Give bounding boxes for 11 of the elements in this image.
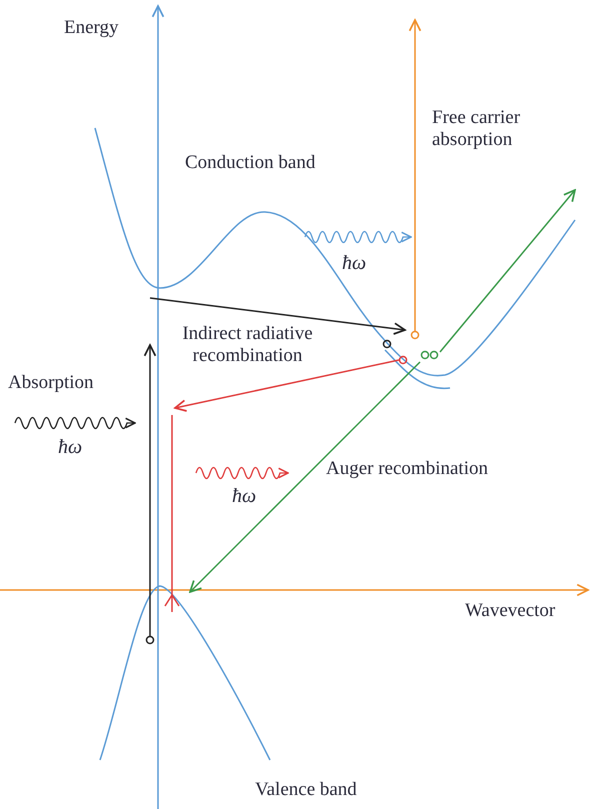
photon-energy-label: ħω [232, 485, 256, 507]
process-label: Free carrier absorption [432, 107, 522, 151]
photon-energy-label: ħω [342, 252, 366, 274]
band-label: Valence band [255, 779, 357, 801]
axis-label: Energy [64, 17, 119, 39]
band-label: Conduction band [185, 152, 316, 174]
axis-label: Wavevector [465, 600, 556, 622]
process-label: Indirect radiative recombination [181, 323, 314, 367]
photon-energy-label: ħω [58, 436, 82, 458]
process-label: Auger recombination [326, 458, 488, 480]
process-label: Absorption [8, 372, 94, 394]
